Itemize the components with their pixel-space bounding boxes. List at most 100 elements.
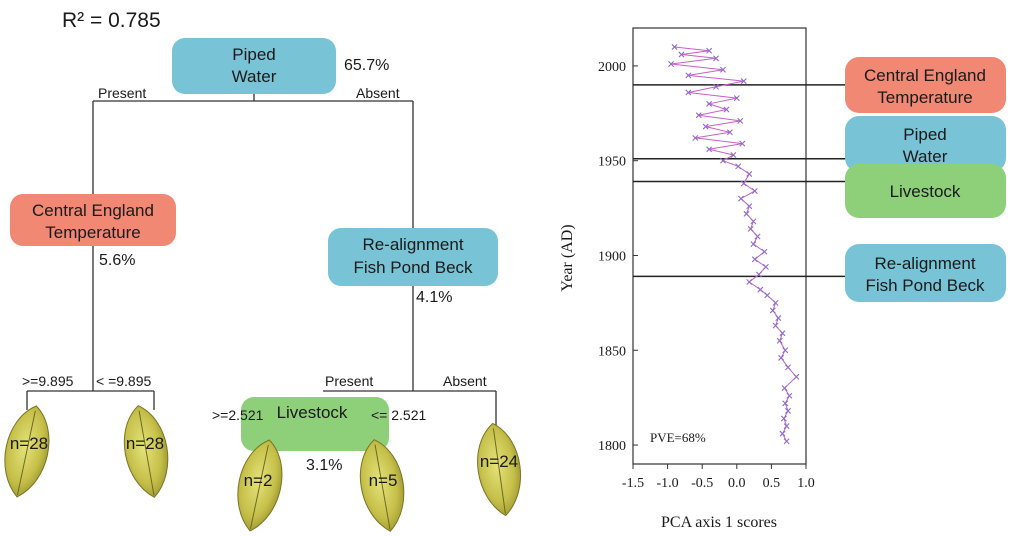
variance-pct: 4.1%: [416, 289, 452, 306]
data-point: [702, 123, 709, 130]
node-piped-water: Piped Water 65.7% Present Absent: [98, 38, 400, 101]
data-point: [781, 385, 788, 392]
data-point: [735, 163, 742, 170]
data-point: [706, 100, 713, 107]
data-point: [779, 330, 786, 337]
data-point: [730, 152, 737, 158]
x-tick-label: -0.5: [691, 476, 713, 491]
node-label-line-1: Piped: [232, 45, 275, 64]
node-central-england-temperature: Central England Temperature 5.6% >=9.895…: [10, 194, 176, 389]
split-label-right: < =9.895: [96, 373, 151, 389]
event-label-text: Water: [903, 147, 948, 166]
data-point: [719, 66, 726, 73]
data-point: [706, 47, 713, 54]
data-point: [746, 279, 753, 286]
node-box: [10, 194, 176, 246]
data-point: [783, 438, 790, 445]
data-point: [751, 188, 758, 195]
data-point: [737, 117, 744, 124]
event-label-text: Livestock: [890, 182, 961, 201]
branch-label-absent: Absent: [443, 373, 487, 389]
x-tick-label: -1.0: [657, 476, 679, 491]
y-tick-label: 1900: [598, 249, 626, 264]
node-box: [172, 38, 336, 94]
leaf-3: n=2: [237, 439, 283, 532]
data-point: [764, 292, 771, 299]
data-point: [783, 423, 790, 430]
x-tick-label: 1.0: [797, 476, 815, 491]
data-point: [754, 233, 761, 240]
data-point: [776, 337, 783, 344]
data-point: [739, 140, 746, 147]
node-label-line-1: Central England: [32, 201, 154, 220]
data-point: [737, 195, 744, 202]
data-point: [726, 129, 733, 136]
data-point: [685, 72, 692, 79]
event-label-box: [845, 164, 1006, 218]
event-label-box: [845, 116, 1006, 172]
event-labels: Central EnglandTemperaturePipedWaterLive…: [845, 57, 1006, 302]
data-point: [743, 210, 750, 217]
data-point: [750, 218, 757, 225]
leaf-1: n=28: [4, 405, 50, 498]
leaf-count: n=24: [480, 452, 518, 471]
data-point: [706, 146, 713, 153]
split-label-right: <= 2.521: [371, 407, 426, 423]
leaf-4: n=5: [359, 439, 405, 532]
branch-label-present: Present: [98, 85, 146, 101]
regression-tree: R² = 0.785 Piped Water 65.7% Present: [4, 9, 522, 532]
data-point: [719, 157, 726, 164]
node-box: [241, 397, 389, 451]
x-tick-label: -1.5: [622, 476, 644, 491]
event-lines: [633, 84, 848, 278]
data-point: [747, 225, 754, 232]
data-point: [750, 241, 757, 248]
data-point: [746, 170, 753, 177]
data-point: [762, 263, 769, 270]
data-point: [740, 180, 747, 187]
node-label: Livestock: [277, 403, 348, 422]
y-tick-label: 1950: [598, 155, 626, 170]
data-point: [779, 430, 786, 437]
node-realignment-fish-pond-beck: Re-alignment Fish Pond Beck 4.1% Present…: [325, 228, 498, 389]
node-livestock: Livestock >=2.521 <= 2.521 3.1%: [212, 397, 426, 474]
data-point: [713, 55, 720, 62]
data-point: [713, 83, 720, 90]
data-point: [678, 51, 685, 58]
data-point: [723, 106, 730, 113]
data-point: [772, 322, 779, 329]
data-point: [778, 354, 785, 361]
leaf-count: n=28: [126, 434, 164, 453]
y-tick-label: 1800: [598, 439, 626, 454]
x-tick-label: 0.0: [728, 476, 746, 491]
y-tick-label: 1850: [598, 344, 626, 359]
node-label-line-2: Fish Pond Beck: [353, 258, 473, 277]
plot-frame: [632, 27, 807, 465]
event-label-text: Temperature: [877, 88, 972, 107]
data-point: [761, 248, 768, 255]
split-label-left: >=2.521: [212, 407, 264, 423]
leaf-2: n=28: [123, 405, 169, 498]
pve-annotation: PVE=68%: [650, 430, 706, 445]
data-point: [782, 400, 789, 407]
split-label-left: >=9.895: [22, 373, 74, 389]
data-point: [780, 415, 787, 422]
data-point: [755, 271, 762, 278]
data-point: [668, 61, 675, 68]
y-axis-title: Year (AD): [559, 224, 576, 291]
data-point: [751, 256, 758, 263]
leaf-count: n=2: [244, 471, 273, 490]
data-point: [692, 134, 699, 141]
data-point: [685, 89, 692, 96]
x-axis-title: PCA axis 1 scores: [661, 514, 777, 531]
leaf-count: n=5: [369, 471, 398, 490]
data-point: [671, 43, 678, 50]
pca-series: [668, 43, 800, 445]
data-point: [733, 95, 740, 102]
data-point: [786, 392, 793, 399]
leaf-count: n=28: [10, 434, 48, 453]
node-label-line-2: Temperature: [45, 223, 140, 242]
